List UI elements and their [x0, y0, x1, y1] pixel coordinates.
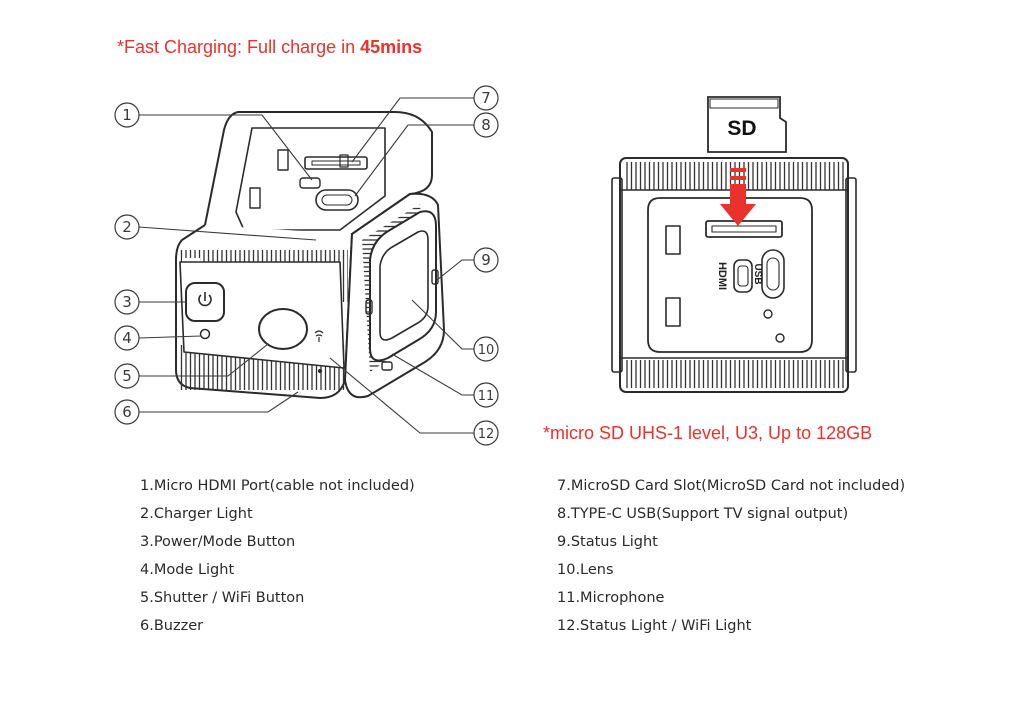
callout-label: 8: [481, 116, 491, 134]
legend-item: 3.Power/Mode Button: [140, 534, 296, 550]
callout-label: 7: [481, 89, 491, 107]
callout-label: 12: [478, 427, 495, 442]
legend-item: 7.MicroSD Card Slot(MicroSD Card not inc…: [557, 478, 906, 494]
camera-top-view: [611, 157, 857, 393]
camera-isometric-view: [175, 111, 445, 399]
microsd-slot-top: [304, 156, 368, 170]
microsd-slot: [705, 220, 783, 238]
side-lens-housing: [369, 210, 437, 362]
callout-label: 1: [122, 106, 132, 124]
sd-card-label: SD: [727, 117, 756, 140]
callout-label: 5: [122, 367, 132, 385]
usb-label: USB: [752, 263, 763, 284]
legend-right: 7.MicroSD Card Slot(MicroSD Card not inc…: [557, 472, 905, 640]
callout-numbers: 1 2 3 4 5 6 7 8 9 10 11 12: [122, 89, 494, 442]
leader-lines: [138, 97, 474, 434]
callout-label: 11: [478, 389, 495, 404]
sd-capacity-note: *micro SD UHS-1 level, U3, Up to 128GB: [543, 423, 873, 443]
callout-label: 3: [122, 293, 132, 311]
callout-label: 2: [122, 218, 132, 236]
fast-charging-prefix: *Fast Charging: Full charge in: [117, 37, 361, 57]
callout-label: 9: [481, 251, 491, 269]
power-icon: [198, 292, 212, 307]
legend-item: 11.Microphone: [557, 590, 665, 606]
fast-charging-time: 45mins: [360, 37, 423, 57]
side-lens-glass: [379, 230, 429, 341]
mode-light-dot: [199, 328, 211, 340]
legend-left: 1.Micro HDMI Port(cable not included) 2.…: [140, 472, 415, 640]
callout-label: 10: [478, 343, 495, 358]
legend-item: 1.Micro HDMI Port(cable not included): [140, 478, 415, 494]
callout-label: 4: [122, 329, 132, 347]
legend-item: 10.Lens: [557, 562, 614, 578]
legend-item: 4.Mode Light: [140, 562, 235, 578]
hdmi-label: HDMI: [716, 262, 728, 290]
fast-charging-note: *Fast Charging: Full charge in 45mins: [117, 37, 422, 58]
legend-item: 8.TYPE-C USB(Support TV signal output): [557, 506, 849, 522]
legend-item: 5.Shutter / WiFi Button: [140, 590, 305, 606]
usb-c-port: [761, 249, 785, 299]
shutter-wifi-button: [258, 308, 308, 350]
wifi-icon: [314, 330, 324, 342]
port-cover-plate: [235, 127, 386, 231]
power-mode-button: [185, 282, 225, 322]
sd-card-icon: SD: [707, 96, 787, 153]
legend-item: 2.Charger Light: [140, 506, 253, 522]
legend-item: 12.Status Light / WiFi Light: [557, 618, 752, 634]
legend-item: 9.Status Light: [557, 534, 658, 550]
legend-item: 6.Buzzer: [140, 618, 204, 634]
callout-label: 6: [122, 403, 132, 421]
callout-markers: [114, 85, 499, 446]
hdmi-port: [733, 259, 753, 293]
down-arrow-icon: [720, 168, 756, 226]
usb-port-top: [315, 189, 359, 211]
